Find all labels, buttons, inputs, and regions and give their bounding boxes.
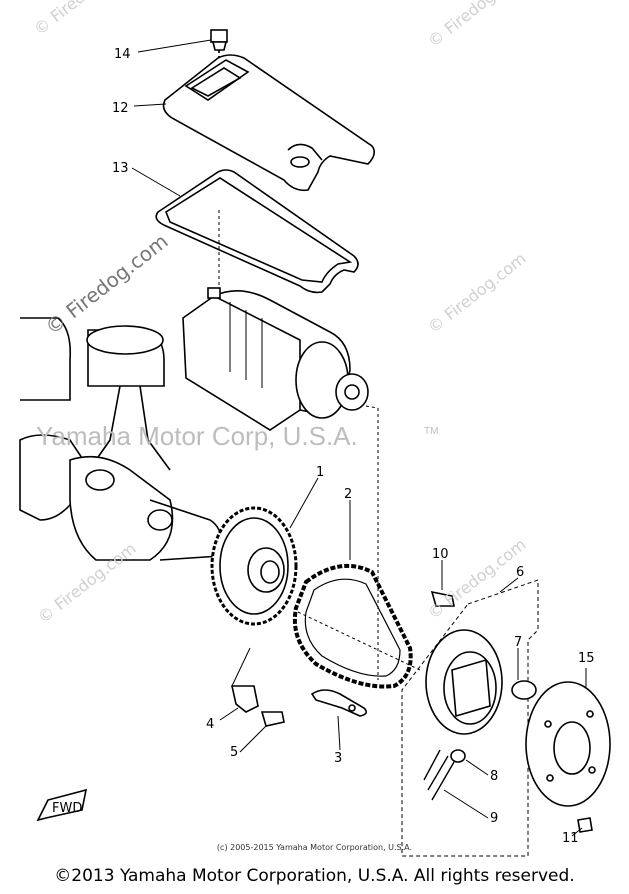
callout-2: 2 (344, 487, 352, 502)
callout-5: 5 (230, 745, 238, 760)
forward-direction-label: FWD (52, 801, 82, 816)
diagram-copyright: (c) 2005-2015 Yamaha Motor Corporation, … (216, 843, 413, 852)
starter-cover-drawing (162, 54, 376, 192)
callout-11: 11 (562, 831, 579, 846)
callout-13: 13 (112, 161, 129, 176)
starter-motor-drawing (182, 287, 369, 431)
bracket-and-bolt-drawing (231, 647, 285, 727)
chain-guide-drawing (310, 689, 368, 717)
watermark-center: Yamaha Motor Corp, U.S.A. (36, 421, 358, 451)
callout-6: 6 (516, 565, 524, 580)
callout-4: 4 (206, 717, 214, 732)
forward-arrow-drawing: FWD (36, 788, 88, 822)
sprocket-drawing (210, 506, 298, 626)
bolt-14-drawing (210, 29, 228, 60)
starter-clutch-assembly-drawing (401, 579, 539, 857)
footer-copyright: ©2013 Yamaha Motor Corporation, U.S.A. A… (54, 866, 575, 886)
callout-14: 14 (114, 47, 131, 62)
callout-numbers: 1 2 3 4 5 6 7 8 9 10 11 12 13 14 15 (112, 47, 595, 846)
callout-1: 1 (316, 465, 324, 480)
leader-lines (131, 39, 587, 837)
watermark-trademark: TM (424, 426, 439, 437)
callout-12: 12 (112, 101, 129, 116)
callout-3: 3 (334, 751, 342, 766)
callout-7: 7 (514, 635, 522, 650)
callout-9: 9 (490, 811, 498, 826)
washer-drawing (525, 681, 611, 833)
callout-8: 8 (490, 769, 498, 784)
chain-drawing (292, 564, 413, 689)
callout-10: 10 (432, 547, 449, 562)
gasket-drawing (155, 169, 359, 294)
alignment-lines (218, 210, 421, 680)
callout-15: 15 (578, 651, 595, 666)
